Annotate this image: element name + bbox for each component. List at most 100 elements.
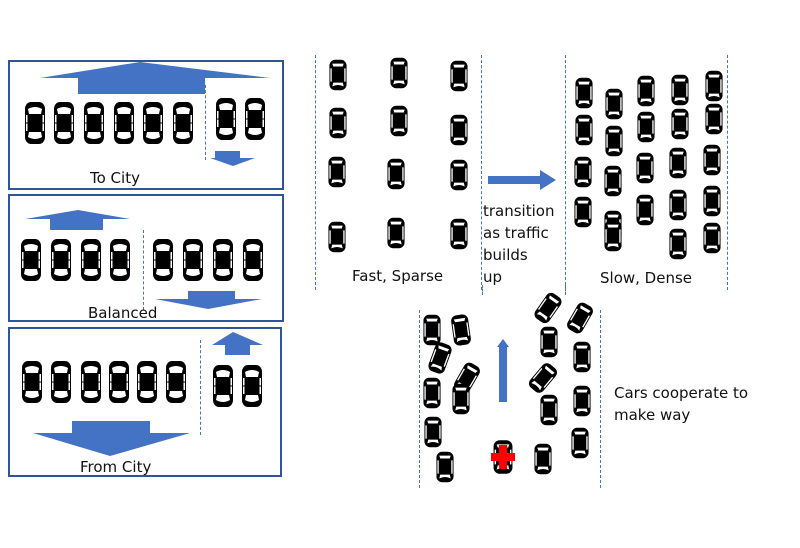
car-icon: [703, 185, 721, 217]
car-icon: [564, 300, 596, 336]
up-arrow-icon: [212, 332, 263, 355]
car-icon: [426, 340, 454, 376]
car-icon: [142, 101, 164, 145]
car-icon: [212, 238, 234, 282]
car-icon: [450, 114, 468, 146]
up-arrow-icon: [497, 339, 509, 402]
car-icon: [605, 88, 623, 120]
car-icon: [242, 238, 264, 282]
car-icon: [604, 165, 622, 197]
car-icon: [387, 217, 405, 249]
car-icon: [636, 152, 654, 184]
label-balanced: Balanced: [88, 304, 158, 322]
car-icon: [573, 341, 591, 373]
car-icon: [172, 101, 194, 145]
lane-divider: [565, 285, 566, 295]
car-icon: [671, 74, 689, 106]
car-icon: [390, 57, 408, 89]
car-icon: [534, 443, 552, 475]
car-icon: [423, 314, 441, 346]
car-icon: [575, 114, 593, 146]
car-icon: [21, 360, 43, 404]
car-icon: [328, 221, 346, 253]
car-icon: [80, 360, 102, 404]
lane-divider: [200, 340, 201, 435]
car-icon: [450, 60, 468, 92]
car-icon: [241, 364, 263, 408]
label-from-city: From City: [80, 458, 152, 476]
arrows-group: [25, 62, 556, 456]
car-icon: [575, 77, 593, 109]
car-icon: [136, 360, 158, 404]
car-icon: [20, 238, 42, 282]
car-icon: [165, 360, 187, 404]
down-arrow-icon: [33, 421, 190, 456]
lane-divider: [481, 55, 482, 290]
car-icon: [83, 101, 105, 145]
down-arrow-icon: [210, 151, 255, 166]
cooperate-line: Cars cooperate to: [614, 384, 749, 402]
transition-line: as traffic: [483, 224, 549, 242]
car-icon: [424, 416, 442, 448]
label-fast-sparse: Fast, Sparse: [352, 267, 444, 285]
car-icon: [212, 364, 234, 408]
cars-group: [20, 57, 723, 483]
car-icon: [450, 313, 472, 347]
car-icon: [669, 228, 687, 260]
car-icon: [671, 108, 689, 140]
transition-line: builds: [483, 246, 528, 264]
lane-divider: [482, 285, 483, 295]
lane-divider: [143, 230, 144, 310]
car-icon: [669, 147, 687, 179]
label-slow-dense: Slow, Dense: [600, 269, 692, 287]
car-icon: [113, 101, 135, 145]
car-icon: [450, 159, 468, 191]
up-arrow-icon: [25, 210, 130, 230]
up-arrow-icon: [40, 62, 270, 94]
label-to-city: To City: [90, 169, 140, 187]
car-icon: [637, 111, 655, 143]
transition-line: transition: [483, 202, 555, 220]
car-icon: [636, 194, 654, 226]
car-icon: [24, 101, 46, 145]
down-arrow-icon: [155, 291, 262, 309]
right-arrow-icon: [488, 170, 556, 190]
car-icon: [669, 189, 687, 221]
car-icon: [540, 326, 558, 358]
lane-divider: [315, 55, 316, 290]
car-icon: [390, 105, 408, 137]
car-icon: [637, 75, 655, 107]
car-icon: [80, 238, 102, 282]
car-icon: [605, 125, 623, 157]
car-icon: [215, 97, 237, 141]
label-transition: transition as traffic builds up: [483, 200, 554, 288]
car-icon: [703, 222, 721, 254]
car-icon: [50, 238, 72, 282]
car-icon: [452, 383, 470, 415]
car-icon: [574, 196, 592, 228]
car-icon: [109, 238, 131, 282]
car-icon: [387, 158, 405, 190]
red-cross-icon: [499, 445, 507, 469]
car-icon: [450, 218, 468, 250]
car-icon: [526, 360, 560, 396]
car-icon: [571, 427, 589, 459]
car-icon: [328, 156, 346, 188]
car-icon: [182, 238, 204, 282]
car-icon: [540, 394, 558, 426]
car-icon: [108, 360, 130, 404]
car-icon: [53, 101, 75, 145]
label-cooperate: Cars cooperate to make way: [614, 382, 748, 426]
car-icon: [573, 385, 591, 417]
car-icon: [50, 360, 72, 404]
car-icon: [705, 70, 723, 102]
car-icon: [244, 97, 266, 141]
cooperate-line: make way: [614, 406, 691, 424]
car-icon: [574, 156, 592, 188]
lane-divider: [600, 310, 601, 488]
car-icon: [532, 290, 564, 326]
car-icon: [329, 107, 347, 139]
lane-divider: [205, 85, 206, 160]
lane-divider: [727, 55, 728, 290]
